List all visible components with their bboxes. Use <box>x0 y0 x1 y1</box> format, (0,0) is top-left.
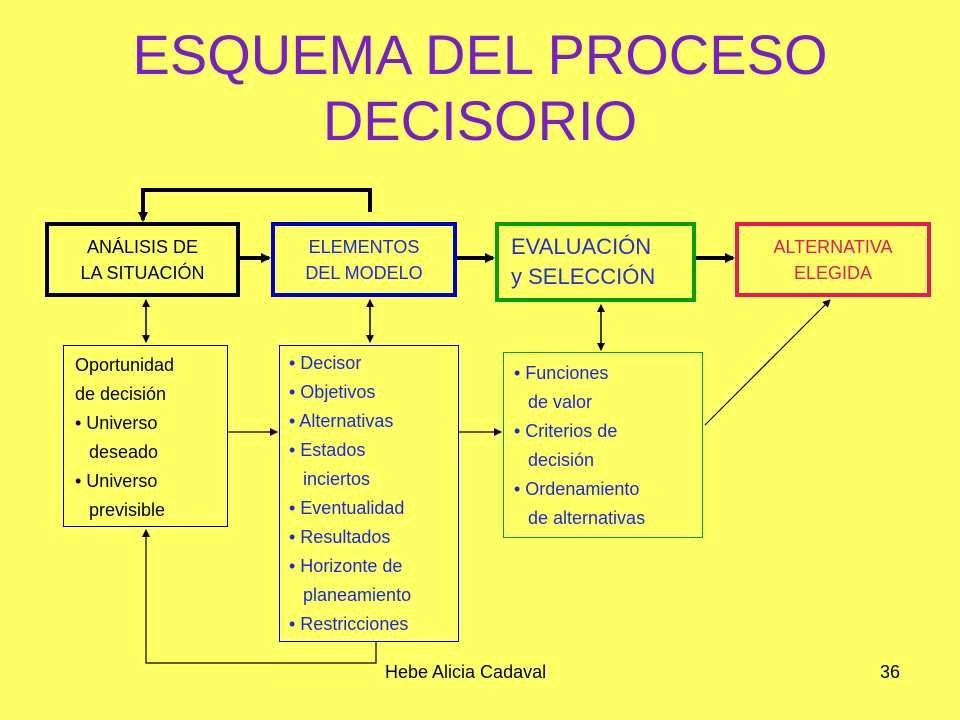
list-item-continuation: de alternativas <box>528 508 646 528</box>
box-analisis-line-2: LA SITUACIÓN <box>80 262 205 283</box>
list-item: • Alternativas <box>289 411 394 431</box>
list-item-continuation: planeamiento <box>303 585 412 605</box>
box-evaluacion-seleccion: EVALUACIÓN y SELECCIÓN <box>495 222 696 302</box>
panel-oportunidad-decision: Oportunidad de decisión • Universo desea… <box>63 345 228 527</box>
list-item: • Restricciones <box>289 614 409 634</box>
list-item-continuation: deseado <box>89 442 159 462</box>
title-line-1: ESQUEMA DEL PROCESO <box>132 23 828 86</box>
panel-line: Oportunidad <box>75 355 175 375</box>
box-alternativa-line-1: ALTERNATIVA <box>773 236 893 257</box>
list-item: • Horizonte de <box>289 556 403 576</box>
list-item-continuation: decisión <box>528 450 595 470</box>
box-evaluacion-line-2: y SELECCIÓN <box>511 264 656 289</box>
box-elementos-modelo: ELEMENTOS DEL MODELO <box>271 222 457 297</box>
box-evaluacion-line-1: EVALUACIÓN <box>511 234 652 259</box>
slide-title: ESQUEMA DEL PROCESO DECISORIO <box>0 22 960 154</box>
box-elementos-line-1: ELEMENTOS <box>308 236 420 257</box>
list-item: • Universo <box>75 413 158 433</box>
list-item: • Eventualidad <box>289 498 405 518</box>
panel-line: de decisión <box>75 384 167 404</box>
list-item: • Estados <box>289 440 366 460</box>
list-item: • Ordenamiento <box>514 479 640 499</box>
footer-author: Hebe Alicia Cadaval <box>385 662 547 682</box>
panel-funciones-list: • Funciones de valor • Criterios de deci… <box>503 352 703 538</box>
box-analisis-line-1: ANÁLISIS DE <box>86 236 199 257</box>
list-item-continuation: de valor <box>528 392 593 412</box>
box-alternativa-elegida: ALTERNATIVA ELEGIDA <box>735 222 931 297</box>
box-alternativa-line-2: ELEGIDA <box>793 262 873 283</box>
list-item: • Objetivos <box>289 382 376 402</box>
box-analisis-situacion: ANÁLISIS DE LA SITUACIÓN <box>45 222 240 297</box>
arrow-panel3-to-alternativa <box>704 299 831 426</box>
feedback-arrow-top <box>138 188 372 222</box>
box-elementos-line-2: DEL MODELO <box>305 262 423 283</box>
list-item: • Universo <box>75 471 158 491</box>
panel-elementos-list: • Decisor • Objetivos • Alternativas • E… <box>279 345 459 642</box>
slide-number: 36 <box>880 662 901 682</box>
feedback-arrow-bottom <box>142 529 377 664</box>
list-item: • Criterios de <box>514 421 618 441</box>
list-item-continuation: previsible <box>89 500 166 520</box>
list-item: • Resultados <box>289 527 391 547</box>
title-line-2: DECISORIO <box>322 89 638 152</box>
list-item: • Funciones <box>514 363 609 383</box>
list-item: • Decisor <box>289 353 362 373</box>
list-item-continuation: inciertos <box>303 469 371 489</box>
